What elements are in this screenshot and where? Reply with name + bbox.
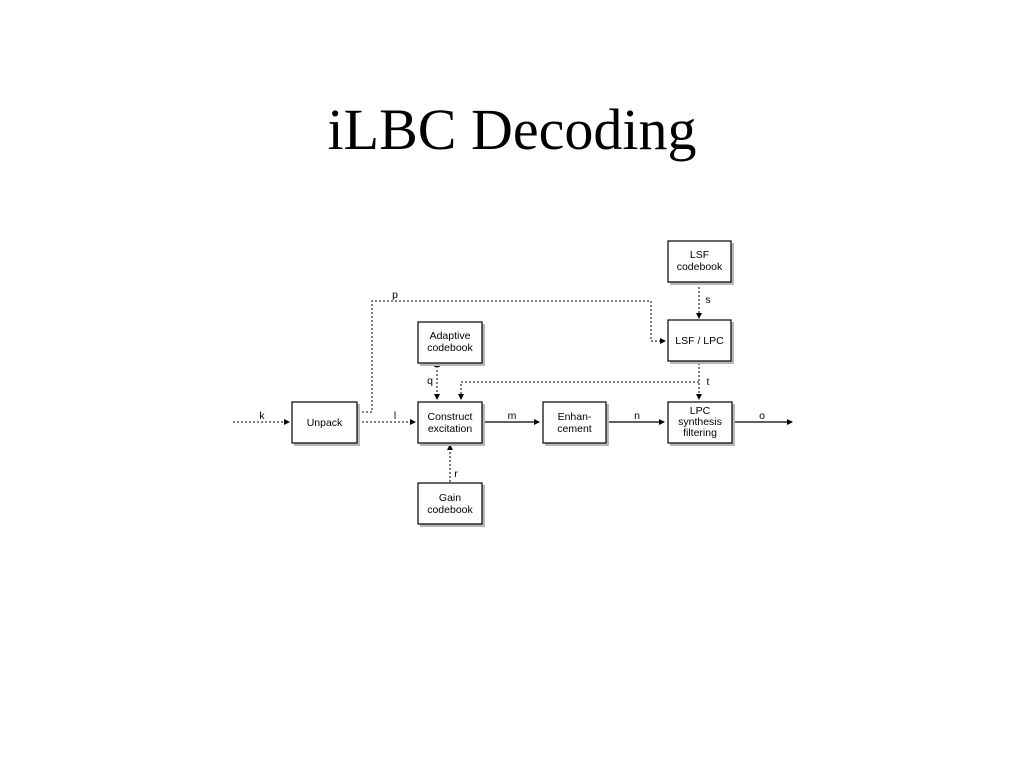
lsf-codebook-block: LSF codebook — [667, 240, 734, 285]
construct-label-line2: excitation — [428, 423, 473, 435]
signal-n-label: n — [634, 410, 640, 422]
signal-r-label: r — [454, 468, 458, 480]
lsf-lpc-block: LSF / LPC — [667, 319, 734, 364]
lpc-synthesis-block: LPC synthesis filtering — [667, 401, 735, 446]
construct-label-line1: Construct — [428, 411, 473, 423]
gain-codebook-block: Gain codebook — [417, 482, 485, 527]
signal-o-label: o — [759, 410, 765, 422]
signal-s-label: s — [705, 294, 710, 306]
enhancement-label-line1: Enhan- — [558, 411, 592, 423]
gain-codebook-label-line1: Gain — [439, 492, 461, 504]
signal-k-label: k — [259, 410, 265, 422]
adaptive-codebook-label-line2: codebook — [427, 342, 473, 354]
lsf-lpc-label: LSF / LPC — [675, 335, 724, 347]
unpack-label: Unpack — [307, 417, 343, 429]
signal-p-line — [358, 300, 666, 413]
adaptive-codebook-block: Adaptive codebook — [417, 321, 485, 366]
lpc-synthesis-label-line2: synthesis — [678, 416, 722, 428]
signal-p-label: p — [392, 289, 398, 301]
lpc-synthesis-label-line1: LPC — [690, 405, 711, 417]
signal-t-label: t — [707, 376, 710, 388]
signal-l-label: l — [394, 410, 396, 422]
signal-t-branch-line — [458, 381, 699, 400]
enhancement-label-line2: cement — [557, 423, 592, 435]
lpc-synthesis-label-line3: filtering — [683, 427, 717, 439]
enhancement-block: Enhan- cement — [542, 401, 609, 446]
lsf-codebook-label-line1: LSF — [690, 249, 709, 261]
signal-m-label: m — [508, 410, 517, 422]
signal-q-label: q — [427, 375, 433, 387]
construct-excitation-block: Construct excitation — [417, 401, 485, 446]
lsf-codebook-label-line2: codebook — [677, 261, 723, 273]
gain-codebook-label-line2: codebook — [427, 504, 473, 516]
slide-title: iLBC Decoding — [327, 97, 697, 162]
unpack-block: Unpack — [291, 401, 360, 446]
adaptive-codebook-label-line1: Adaptive — [430, 330, 471, 342]
